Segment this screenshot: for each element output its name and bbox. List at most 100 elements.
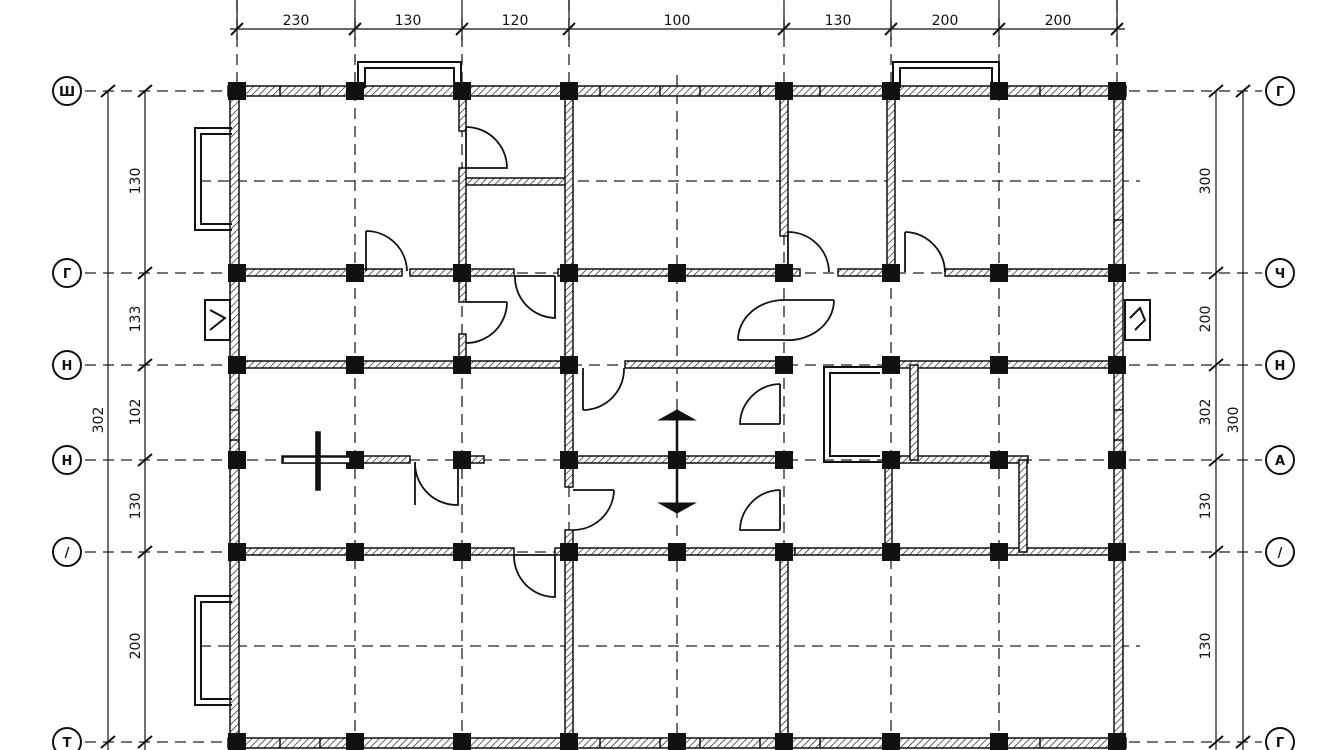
axis-bubble-right-3: Н xyxy=(1265,350,1295,380)
top-dim-5: 130 xyxy=(825,13,852,29)
top-dim-1: 230 xyxy=(283,13,310,29)
door-13 xyxy=(513,554,556,598)
wall-col-569-a xyxy=(564,90,574,369)
axis-bubble-right-1: Г xyxy=(1265,76,1295,106)
left-axis-bubbles: Ш Г Н Н / Т xyxy=(52,76,82,750)
door-8 xyxy=(582,367,625,411)
column-14 xyxy=(775,264,793,282)
column-15 xyxy=(882,264,900,282)
right-dim-4: 130 xyxy=(1198,493,1214,520)
wall-row-365-c xyxy=(624,360,786,369)
column-35 xyxy=(228,543,246,561)
top-dimension-chain xyxy=(230,0,1125,40)
wall-row-273-e xyxy=(944,268,1118,277)
door-2 xyxy=(365,230,408,272)
column-26 xyxy=(228,451,246,469)
axis-label-left-4: Н xyxy=(62,454,73,469)
column-29 xyxy=(560,451,578,469)
axis-label-left-1: Ш xyxy=(59,85,75,100)
column-24 xyxy=(990,356,1008,374)
door-12 xyxy=(739,489,781,531)
axis-bubble-left-2: Г xyxy=(52,258,82,288)
section-marker-arrows xyxy=(657,409,697,514)
window-bay-left-lower xyxy=(194,595,232,706)
column-21 xyxy=(560,356,578,374)
column-12 xyxy=(560,264,578,282)
wall-col-1022 xyxy=(1018,459,1028,553)
axis-label-right-3: Н xyxy=(1275,359,1286,374)
wall-col-891-b xyxy=(884,459,893,553)
door-9 xyxy=(739,383,781,425)
right-dim-overall: 300 xyxy=(1226,407,1242,434)
column-16 xyxy=(990,264,1008,282)
wall-col-462-b xyxy=(458,167,467,303)
column-34 xyxy=(1108,451,1126,469)
grid-lines xyxy=(85,0,1262,750)
axis-bubble-left-5: / xyxy=(52,537,82,567)
column-17 xyxy=(1108,264,1126,282)
right-dim-3: 302 xyxy=(1198,399,1214,426)
axis-bubble-left-4: Н xyxy=(52,445,82,475)
top-dim-4: 100 xyxy=(664,13,691,29)
right-dimension-labels: 300 200 302 130 130 300 xyxy=(1198,168,1242,660)
column-13 xyxy=(668,264,686,282)
column-33 xyxy=(990,451,1008,469)
exterior-wall-left xyxy=(229,85,240,750)
column-8 xyxy=(1108,82,1126,100)
left-dimension-labels: 130 133 102 130 200 302 xyxy=(91,168,144,660)
door-6 xyxy=(904,231,946,273)
axis-bubble-right-5: / xyxy=(1265,537,1295,567)
axis-label-right-6: Г xyxy=(1276,736,1284,750)
column-47 xyxy=(560,733,578,750)
wall-col-891-a xyxy=(886,90,896,274)
door-3 xyxy=(514,275,556,319)
wall-col-784-b xyxy=(779,551,789,743)
column-27 xyxy=(346,451,364,469)
right-dim-2: 200 xyxy=(1198,306,1214,333)
axis-bubble-right-6: Г xyxy=(1265,727,1295,750)
axis-label-left-6: Т xyxy=(63,736,72,750)
column-41 xyxy=(882,543,900,561)
columns xyxy=(228,82,1126,750)
column-4 xyxy=(560,82,578,100)
axis-bubble-left-3: Н xyxy=(52,350,82,380)
axis-bubble-left-1: Ш xyxy=(52,76,82,106)
column-32 xyxy=(882,451,900,469)
wall-row-273-a xyxy=(236,268,403,277)
axis-label-right-2: Ч xyxy=(1275,267,1286,282)
column-31 xyxy=(775,451,793,469)
section-marker-cross xyxy=(282,431,351,491)
window-bay-left-upper xyxy=(194,127,232,231)
door-7 xyxy=(737,299,835,342)
column-11 xyxy=(453,264,471,282)
axis-bubble-right-4: А xyxy=(1265,445,1295,475)
vent-left xyxy=(204,299,231,341)
top-dim-2: 130 xyxy=(395,13,422,29)
column-51 xyxy=(990,733,1008,750)
column-9 xyxy=(228,264,246,282)
left-dim-overall: 302 xyxy=(91,407,107,434)
column-39 xyxy=(668,543,686,561)
wall-row-365-b xyxy=(469,360,576,369)
column-5 xyxy=(775,82,793,100)
column-48 xyxy=(668,733,686,750)
column-6 xyxy=(882,82,900,100)
exterior-wall-right xyxy=(1113,85,1124,750)
door-10 xyxy=(414,461,459,506)
wall-col-569-c xyxy=(564,529,574,743)
column-28 xyxy=(453,451,471,469)
wall-row-181 xyxy=(461,177,570,186)
column-1 xyxy=(228,82,246,100)
window-bay-top-left xyxy=(357,61,462,88)
axis-label-left-3: Н xyxy=(62,359,73,374)
left-dim-5: 200 xyxy=(128,633,144,660)
left-dimension-chains xyxy=(100,84,153,750)
axis-bubble-left-6: Т xyxy=(52,727,82,750)
column-25 xyxy=(1108,356,1126,374)
left-dim-4: 130 xyxy=(128,493,144,520)
column-44 xyxy=(228,733,246,750)
column-18 xyxy=(228,356,246,374)
wall-col-912 xyxy=(909,364,919,461)
column-42 xyxy=(990,543,1008,561)
